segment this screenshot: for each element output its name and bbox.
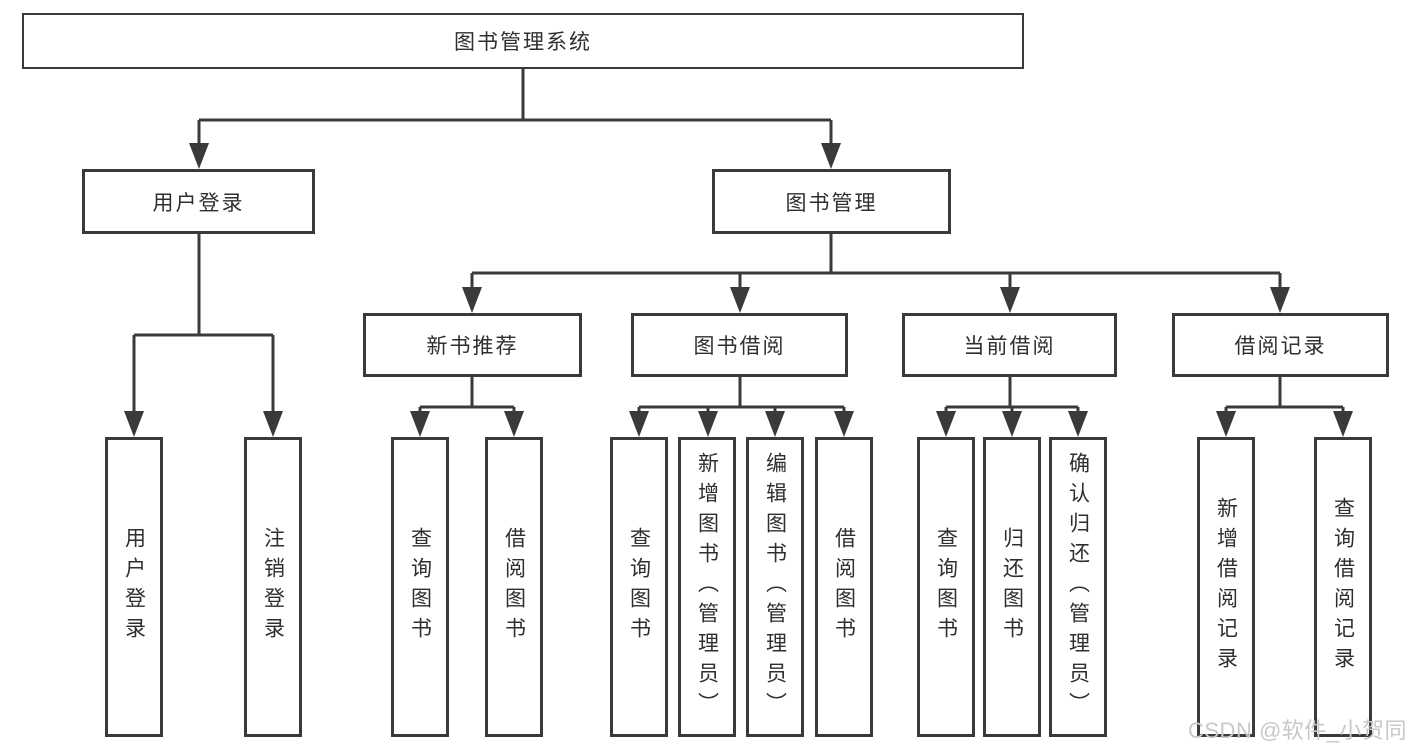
leaf-label: 用户登录 bbox=[122, 527, 146, 647]
leaf-return-books: 归还图书 bbox=[983, 437, 1041, 737]
arrowhead-icon bbox=[1270, 287, 1290, 313]
arrowhead-icon bbox=[730, 287, 750, 313]
arrowhead-icon bbox=[1068, 411, 1088, 437]
leaf-label: 新增借阅记录 bbox=[1214, 497, 1238, 677]
leaf-borrow-books-borrowing: 借阅图书 bbox=[815, 437, 873, 737]
leaf-logout: 注销登录 bbox=[244, 437, 302, 737]
arrowhead-icon bbox=[834, 411, 854, 437]
arrowhead-icon bbox=[629, 411, 649, 437]
connector-current-to-children bbox=[936, 377, 1088, 437]
leaf-query-books-newbooks: 查询图书 bbox=[391, 437, 449, 737]
arrowhead-icon bbox=[936, 411, 956, 437]
node-label: 图书借阅 bbox=[693, 335, 786, 358]
connector-records-to-children bbox=[1216, 377, 1353, 437]
node-label: 图书管理系统 bbox=[454, 31, 592, 54]
leaf-label: 确认归还（管理员） bbox=[1066, 452, 1090, 722]
leaf-query-books-borrowing: 查询图书 bbox=[610, 437, 668, 737]
connector-newbooks-to-children bbox=[410, 377, 524, 437]
arrowhead-icon bbox=[189, 143, 209, 169]
leaf-label: 查询借阅记录 bbox=[1331, 497, 1355, 677]
connector-borrowing-to-children bbox=[629, 377, 854, 437]
arrowhead-icon bbox=[1333, 411, 1353, 437]
arrowhead-icon bbox=[765, 411, 785, 437]
leaf-confirm-return-admin: 确认归还（管理员） bbox=[1049, 437, 1107, 737]
node-current-borrowing: 当前借阅 bbox=[902, 313, 1117, 377]
node-book-borrowing: 图书借阅 bbox=[631, 313, 848, 377]
node-label: 借阅记录 bbox=[1234, 335, 1327, 358]
arrowhead-icon bbox=[1000, 287, 1020, 313]
arrowhead-icon bbox=[124, 411, 144, 437]
arrowhead-icon bbox=[1002, 411, 1022, 437]
node-label: 用户登录 bbox=[152, 191, 245, 215]
leaf-label: 编辑图书（管理员） bbox=[763, 452, 787, 722]
leaf-user-login: 用户登录 bbox=[105, 437, 163, 737]
node-borrowing-records: 借阅记录 bbox=[1172, 313, 1389, 377]
node-new-book-recommend: 新书推荐 bbox=[363, 313, 582, 377]
connector-management-to-level3 bbox=[462, 234, 1290, 313]
node-root-library-system: 图书管理系统 bbox=[22, 13, 1024, 69]
leaf-label: 借阅图书 bbox=[832, 527, 856, 647]
leaf-label: 新增图书（管理员） bbox=[695, 452, 719, 722]
leaf-label: 查询图书 bbox=[934, 527, 958, 647]
leaf-borrow-books-newbooks: 借阅图书 bbox=[485, 437, 543, 737]
csdn-watermark: CSDN @软件_小贺同学 bbox=[1188, 718, 1405, 743]
arrowhead-icon bbox=[504, 411, 524, 437]
leaf-label: 归还图书 bbox=[1000, 527, 1024, 647]
node-label: 新书推荐 bbox=[426, 335, 519, 358]
connector-login-to-children bbox=[124, 234, 283, 437]
arrowhead-icon bbox=[462, 287, 482, 313]
leaf-label: 借阅图书 bbox=[502, 527, 526, 647]
node-book-management: 图书管理 bbox=[712, 169, 951, 234]
leaf-query-borrow-record: 查询借阅记录 bbox=[1314, 437, 1372, 737]
node-user-login: 用户登录 bbox=[82, 169, 315, 234]
arrowhead-icon bbox=[263, 411, 283, 437]
arrowhead-icon bbox=[821, 143, 841, 169]
leaf-label: 查询图书 bbox=[408, 527, 432, 647]
node-label: 当前借阅 bbox=[963, 335, 1056, 358]
arrowhead-icon bbox=[1216, 411, 1236, 437]
leaf-query-books-current: 查询图书 bbox=[917, 437, 975, 737]
leaf-label: 注销登录 bbox=[261, 527, 285, 647]
arrowhead-icon bbox=[698, 411, 718, 437]
leaf-label: 查询图书 bbox=[627, 527, 651, 647]
leaf-edit-books-admin: 编辑图书（管理员） bbox=[746, 437, 804, 737]
node-label: 图书管理 bbox=[785, 191, 878, 215]
leaf-add-borrow-record: 新增借阅记录 bbox=[1197, 437, 1255, 737]
connector-root-to-level2 bbox=[189, 69, 841, 169]
arrowhead-icon bbox=[410, 411, 430, 437]
leaf-add-books-admin: 新增图书（管理员） bbox=[678, 437, 736, 737]
